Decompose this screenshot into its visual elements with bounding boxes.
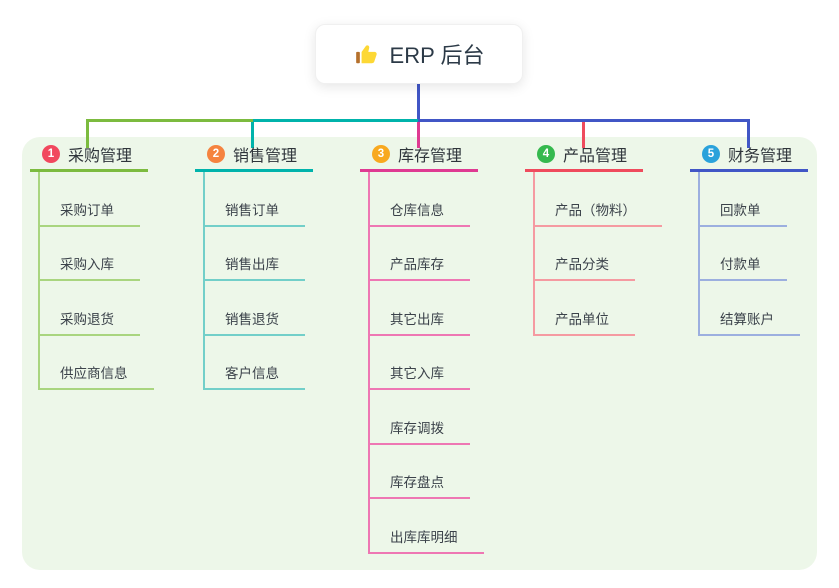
branch-header-purchase[interactable]: 1 采购管理 [30,144,148,172]
trunk-segment-green [86,119,253,122]
branch-label: 库存管理 [398,147,463,165]
branch-sales: 2 销售管理 销售订单 销售出库 销售退货 客户信息 [195,144,360,390]
branch-header-finance[interactable]: 5 财务管理 [690,144,808,172]
badge-1: 1 [42,144,60,163]
branch-label: 财务管理 [728,147,793,165]
topic-node[interactable]: 产品（物料） [535,172,662,227]
branch-header-sales[interactable]: 2 销售管理 [195,144,313,172]
topic-node[interactable]: 产品分类 [535,227,635,281]
root-connector-line [417,84,420,122]
branch-product: 4 产品管理 产品（物料） 产品分类 产品单位 [525,144,690,336]
drop-line-branch-5 [747,119,750,148]
branch-label: 采购管理 [68,147,133,165]
topic-node[interactable]: 采购订单 [40,172,140,227]
topic-node[interactable]: 产品单位 [535,281,635,336]
badge-3: 3 [372,144,390,163]
topic-node[interactable]: 付款单 [700,227,787,281]
drop-line-branch-1 [86,119,89,148]
root-node-label: ERP 后台 [389,43,485,68]
topic-node[interactable]: 结算账户 [700,281,800,336]
topic-node[interactable]: 采购退货 [40,281,140,336]
drop-line-branch-2 [251,119,254,148]
topic-node[interactable]: 库存盘点 [370,445,470,499]
topic-node[interactable]: 库存调拨 [370,390,470,445]
topic-node[interactable]: 采购入库 [40,227,140,281]
topic-node[interactable]: 销售订单 [205,172,305,227]
trunk-segment-blue [418,119,750,122]
topic-node[interactable]: 销售出库 [205,227,305,281]
drop-line-branch-3 [417,122,420,148]
drop-line-branch-4 [582,119,585,148]
branch-header-product[interactable]: 4 产品管理 [525,144,643,172]
trunk-segment-teal [253,119,418,122]
root-node[interactable]: ERP 后台 [315,24,523,84]
badge-4: 4 [537,144,555,163]
topic-node[interactable]: 产品库存 [370,227,470,281]
topic-node[interactable]: 供应商信息 [40,336,154,390]
branch-children: 销售订单 销售出库 销售退货 客户信息 [203,172,360,390]
branch-children: 采购订单 采购入库 采购退货 供应商信息 [38,172,195,390]
badge-5: 5 [702,144,720,163]
thumbs-up-icon [354,41,380,67]
badge-2: 2 [207,144,225,163]
branch-label: 销售管理 [233,147,298,165]
branch-header-inventory[interactable]: 3 库存管理 [360,144,478,172]
branch-children: 仓库信息 产品库存 其它出库 其它入库 库存调拨 库存盘点 出库库明细 [368,172,525,554]
topic-node[interactable]: 其它出库 [370,281,470,336]
branch-label: 产品管理 [563,147,628,165]
topic-node[interactable]: 回款单 [700,172,787,227]
branch-inventory: 3 库存管理 仓库信息 产品库存 其它出库 其它入库 库存调拨 库存盘点 出库库… [360,144,525,554]
branch-purchase: 1 采购管理 采购订单 采购入库 采购退货 供应商信息 [30,144,195,390]
topic-node[interactable]: 仓库信息 [370,172,470,227]
branch-children: 回款单 付款单 结算账户 [698,172,839,336]
topic-node[interactable]: 销售退货 [205,281,305,336]
topic-node[interactable]: 其它入库 [370,336,470,390]
branch-finance: 5 财务管理 回款单 付款单 结算账户 [690,144,839,336]
branch-children: 产品（物料） 产品分类 产品单位 [533,172,690,336]
topic-node[interactable]: 出库库明细 [370,499,484,554]
topic-node[interactable]: 客户信息 [205,336,305,390]
